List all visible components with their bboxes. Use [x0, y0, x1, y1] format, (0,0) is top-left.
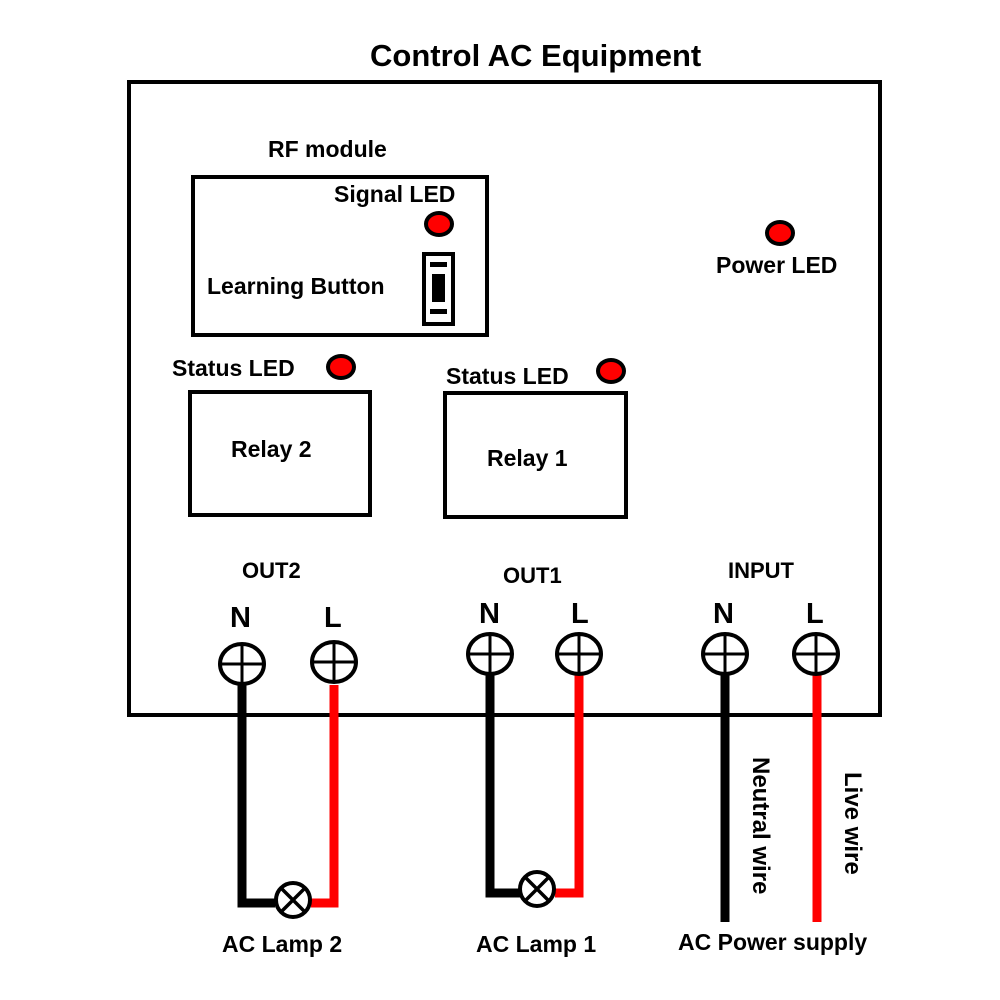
- neutral-wire-label: Neutral wire: [747, 757, 774, 895]
- input-l-label: L: [806, 598, 824, 630]
- out1-n-terminal-icon: [466, 632, 514, 676]
- out2-n-terminal-icon: [218, 642, 266, 686]
- out1-label: OUT1: [503, 563, 562, 588]
- rf-module-label: RF module: [268, 136, 387, 162]
- out1-l-terminal-icon: [555, 632, 603, 676]
- out1-l-label: L: [571, 598, 589, 630]
- relay-1-status-led-label: Status LED: [446, 363, 569, 389]
- out2-l-terminal-icon: [310, 640, 358, 684]
- ac-lamp-1-label: AC Lamp 1: [476, 931, 597, 957]
- power-led-label: Power LED: [716, 252, 838, 278]
- signal-led: [424, 211, 454, 237]
- out1-n-label: N: [479, 598, 500, 630]
- learning-button-label: Learning Button: [207, 273, 385, 299]
- learning-button-bottom-bar: [430, 309, 447, 314]
- input-n-label: N: [713, 598, 734, 630]
- out2-n-label: N: [230, 602, 251, 634]
- input-n-terminal-icon: [701, 632, 749, 676]
- relay-2-status-led-label: Status LED: [172, 355, 295, 381]
- relay-2-status-led: [326, 354, 356, 380]
- diagram-title: Control AC Equipment: [370, 38, 702, 73]
- out1-neutral-wire: [485, 675, 520, 898]
- relay-1-box: [443, 391, 628, 519]
- out1-live-wire: [555, 675, 584, 898]
- relay-2-box: [188, 390, 372, 517]
- learning-button-top-bar: [430, 262, 447, 267]
- input-l-terminal-icon: [792, 632, 840, 676]
- out2-l-label: L: [324, 602, 342, 634]
- ac-lamp-2-label: AC Lamp 2: [222, 931, 343, 957]
- rf-module-box: [191, 175, 489, 337]
- ac-lamp-2-icon: [274, 881, 312, 919]
- out2-live-wire: [311, 685, 339, 908]
- controller-enclosure: [127, 80, 882, 717]
- relay-1-label: Relay 1: [487, 445, 568, 471]
- out2-label: OUT2: [242, 558, 301, 583]
- input-label: INPUT: [728, 558, 794, 583]
- relay-1-status-led: [596, 358, 626, 384]
- live-wire-label: Live wire: [839, 772, 866, 875]
- learning-button[interactable]: [422, 252, 455, 326]
- learning-button-knob: [432, 274, 445, 302]
- ac-power-supply-label: AC Power supply: [678, 929, 868, 955]
- ac-lamp-1-icon: [518, 870, 556, 908]
- signal-led-label: Signal LED: [334, 181, 456, 207]
- out2-neutral-wire: [237, 685, 275, 908]
- relay-2-label: Relay 2: [231, 436, 312, 462]
- power-led: [765, 220, 795, 246]
